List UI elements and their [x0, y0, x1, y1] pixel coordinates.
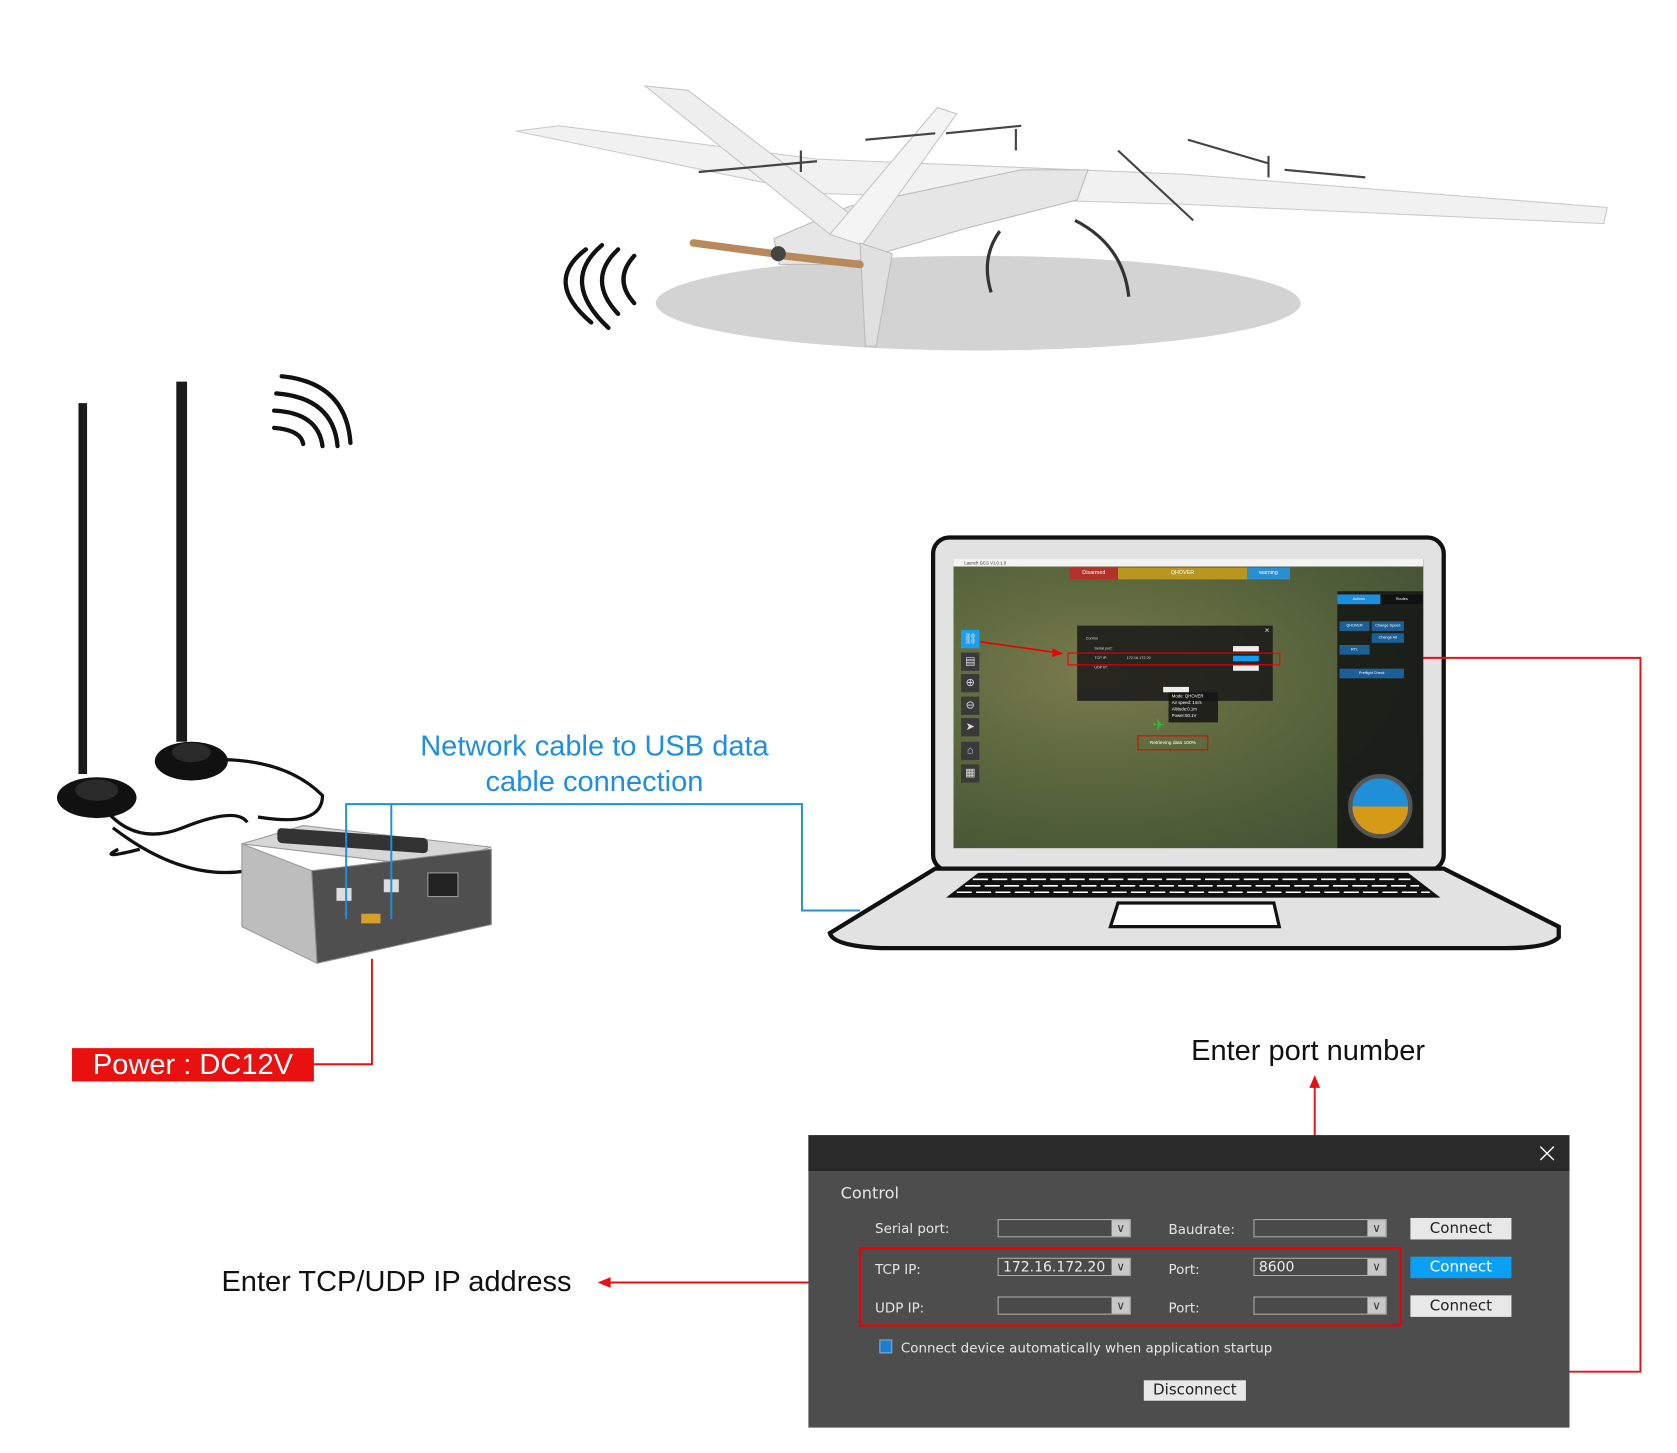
- udp-connect-button[interactable]: Connect: [1410, 1295, 1512, 1317]
- power-line: [313, 958, 373, 1066]
- tcp-connect-button[interactable]: Connect: [1410, 1256, 1512, 1279]
- drone-shadow: [655, 255, 1301, 351]
- preflight-check-button[interactable]: Preflight Check: [1339, 668, 1404, 679]
- gcs-title-bar: Launch GCS V1.0.1.0: [953, 559, 1424, 567]
- chevron-down-icon: ∨: [1367, 1258, 1386, 1275]
- status-disarmed: Disarmed: [1069, 567, 1118, 580]
- mini-value: 172.16.172.20: [1126, 655, 1151, 661]
- chevron-down-icon: ∨: [1367, 1297, 1386, 1314]
- chevron-down-icon: ∨: [1111, 1297, 1130, 1314]
- enter-port-note: Enter port number: [1191, 1034, 1426, 1067]
- right-panel: Actions Routes QHOVER Change Speed RTL C…: [1337, 591, 1424, 849]
- tcp-port-input[interactable]: 8600 ∨: [1253, 1257, 1387, 1277]
- wireless-signal-icon: [271, 374, 353, 449]
- action-button[interactable]: RTL: [1339, 645, 1370, 655]
- status-warning: warning: [1247, 567, 1290, 580]
- tcp-ip-input[interactable]: 172.16.172.20 ∨: [997, 1257, 1131, 1277]
- mini-title: Control: [1085, 636, 1098, 641]
- control-dialog: × Control Serial port: ∨ Baudrate: ∨ Con…: [808, 1135, 1570, 1428]
- tcp-port-label: Port:: [1168, 1260, 1200, 1278]
- mini-control-dialog: Control Serial port: TCP IP: 172.16.172.…: [1077, 625, 1273, 701]
- disconnect-button[interactable]: Disconnect: [1143, 1380, 1246, 1401]
- udp-ip-label: UDP IP:: [875, 1299, 925, 1316]
- link-icon[interactable]: ⛓: [961, 629, 980, 649]
- udp-port-label: Port:: [1168, 1299, 1200, 1316]
- serial-port-label: Serial port:: [875, 1220, 950, 1237]
- pointer-arrow: [980, 640, 1064, 657]
- network-cable-note: Network cable to USB data cable connecti…: [420, 729, 769, 798]
- serial-connect-button[interactable]: Connect: [1410, 1217, 1512, 1240]
- dialog-title-bar: [808, 1135, 1570, 1171]
- power-label: Power : DC12V: [72, 1048, 314, 1082]
- chevron-down-icon: ∨: [1367, 1220, 1386, 1237]
- auto-connect-checkbox[interactable]: [879, 1339, 893, 1354]
- wireless-signal-icon: [563, 242, 637, 331]
- dialog-title: Control: [840, 1183, 899, 1203]
- tcp-ip-label: TCP IP:: [875, 1260, 921, 1278]
- close-icon[interactable]: ×: [1535, 1137, 1559, 1170]
- mini-label: UDP IP:: [1094, 665, 1108, 670]
- tab-actions[interactable]: Actions: [1337, 594, 1381, 605]
- action-button[interactable]: Change Speed: [1371, 621, 1404, 632]
- mini-label: Serial port:: [1094, 646, 1113, 651]
- tab-routes[interactable]: Routes: [1381, 594, 1423, 605]
- mini-label: TCP IP:: [1094, 655, 1108, 661]
- tcp-udp-highlight: [858, 1247, 1402, 1327]
- datalink-device: [241, 825, 492, 965]
- status-mode: QHOVER: [1118, 567, 1247, 580]
- baudrate-label: Baudrate:: [1168, 1221, 1235, 1238]
- chevron-down-icon: ∨: [1111, 1258, 1130, 1275]
- baudrate-select[interactable]: ∨: [1253, 1219, 1387, 1238]
- tcp-port-value: 8600: [1258, 1259, 1295, 1277]
- gcs-screen: Launch GCS V1.0.1.0 Disarmed QHOVER warn…: [953, 559, 1424, 849]
- chevron-down-icon: ∨: [1111, 1220, 1130, 1237]
- antennas: [56, 374, 353, 875]
- serial-port-select[interactable]: ∨: [997, 1219, 1131, 1238]
- auto-connect-label: Connect device automatically when applic…: [900, 1339, 1273, 1356]
- navigate-icon[interactable]: ➤: [961, 718, 980, 737]
- zoom-in-icon[interactable]: ⊕: [961, 674, 980, 693]
- action-button[interactable]: Change Alt: [1371, 633, 1404, 643]
- attitude-indicator: [1348, 774, 1413, 839]
- retrieving-status: Retrieving data 100%: [1137, 735, 1209, 751]
- vtol-drone: [515, 85, 1608, 351]
- enter-ip-note: Enter TCP/UDP IP address: [221, 1265, 572, 1298]
- udp-port-input[interactable]: ∨: [1253, 1296, 1387, 1315]
- udp-ip-input[interactable]: ∨: [997, 1296, 1131, 1315]
- network-cable-line: [345, 803, 861, 920]
- map-icon[interactable]: ▤: [961, 652, 980, 671]
- grid-icon[interactable]: ▦: [961, 764, 980, 783]
- close-icon: ×: [1264, 625, 1270, 636]
- action-button[interactable]: QHOVER: [1339, 621, 1370, 632]
- home-icon[interactable]: ⌂: [961, 741, 980, 761]
- mini-highlight: [1067, 652, 1281, 666]
- tcp-ip-value: 172.16.172.20: [1002, 1259, 1106, 1277]
- aircraft-icon: ✈: [1152, 715, 1166, 734]
- zoom-out-icon[interactable]: ⊖: [961, 696, 980, 715]
